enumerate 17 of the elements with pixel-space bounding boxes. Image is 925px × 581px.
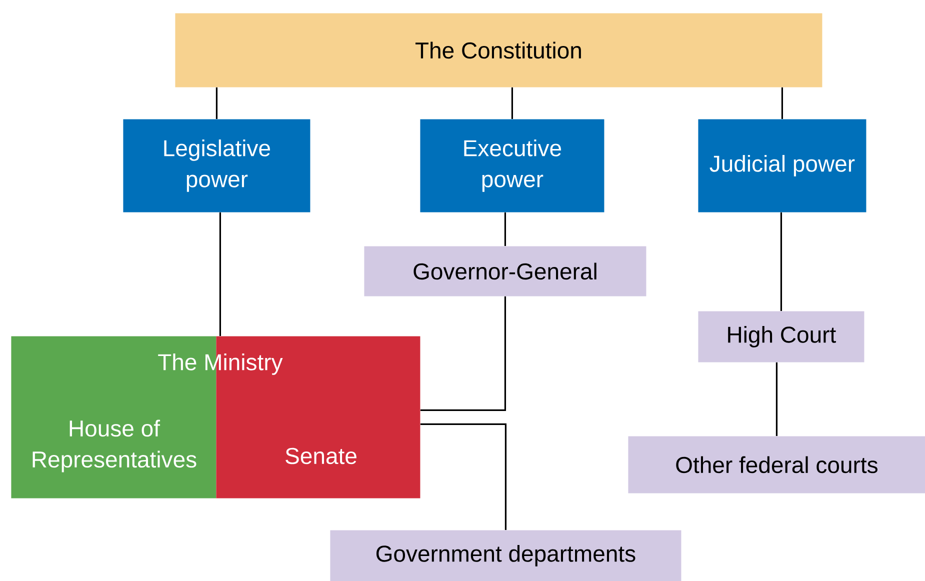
power-box: Judicial power — [698, 119, 866, 212]
connector-line — [420, 296, 506, 411]
connector-line — [776, 362, 778, 436]
constitution-box: The Constitution — [175, 13, 822, 88]
connector-line — [216, 87, 218, 119]
power-box: Executive power — [420, 119, 604, 212]
court-box: High Court — [698, 311, 864, 362]
connector-line — [420, 423, 506, 530]
office-box: Governor-General — [364, 246, 646, 296]
connector-line — [504, 212, 506, 246]
connector-line — [781, 87, 784, 119]
court-box: Other federal courts — [628, 436, 925, 494]
connector-line — [219, 212, 221, 336]
connector-line — [780, 212, 782, 311]
department-box: Government departments — [330, 530, 682, 581]
connector-line — [511, 87, 513, 119]
power-box: Legislative power — [123, 119, 310, 212]
